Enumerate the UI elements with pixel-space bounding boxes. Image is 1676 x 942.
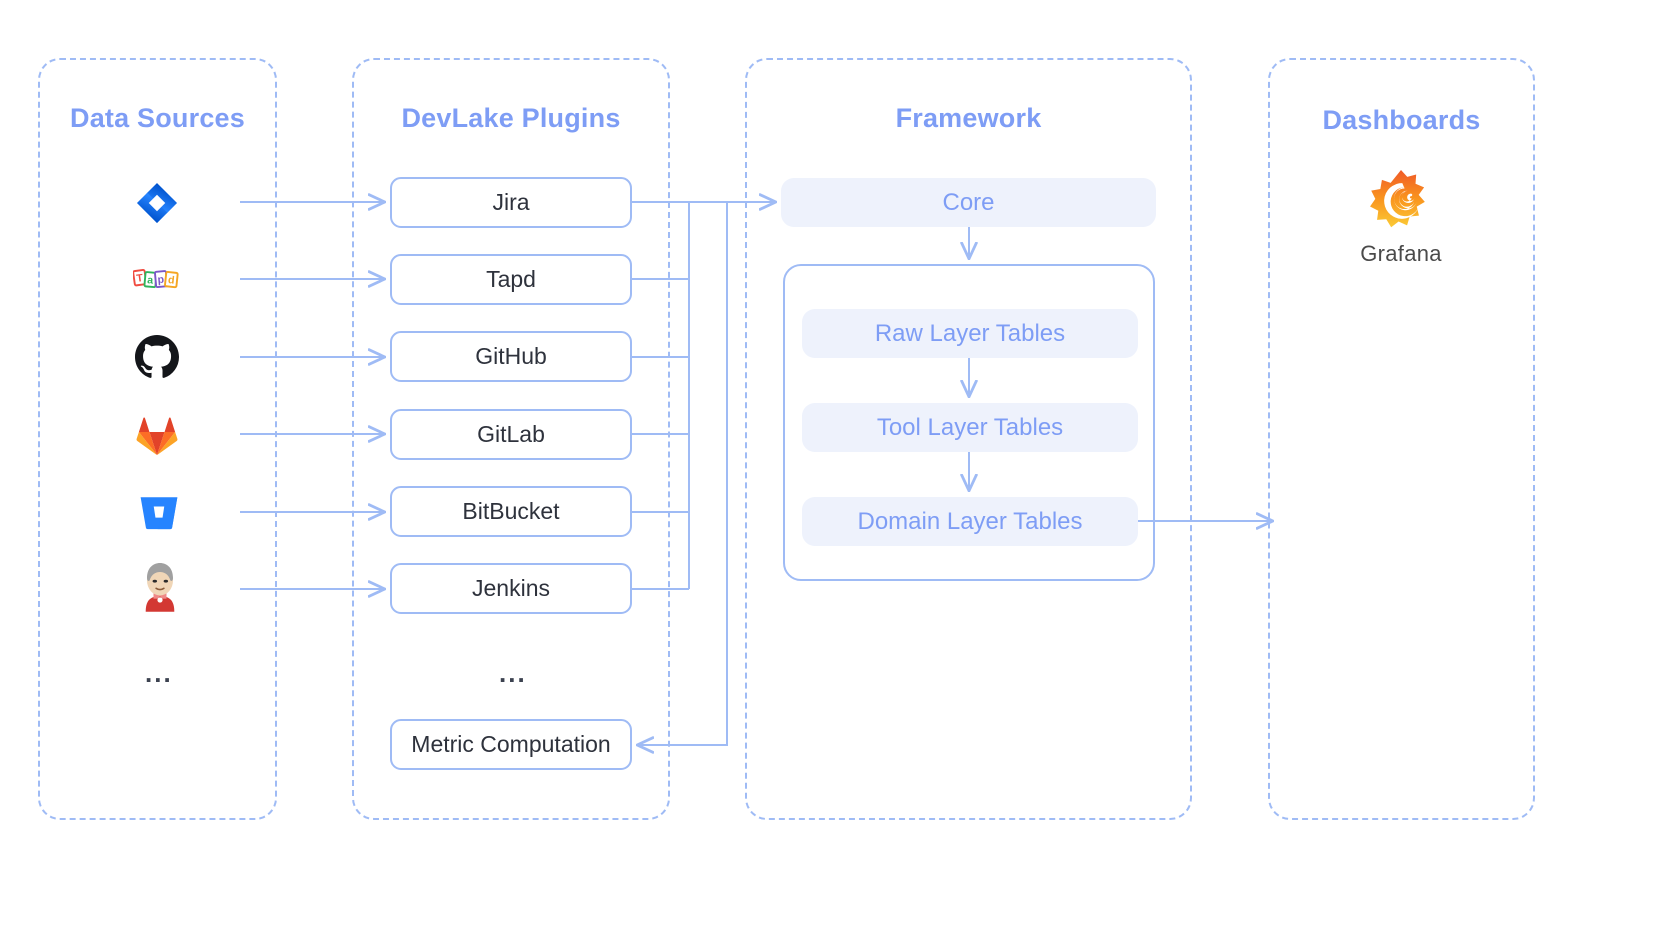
svg-text:T: T bbox=[136, 272, 145, 285]
column-title-devlake-plugins: DevLake Plugins bbox=[401, 103, 621, 133]
framework-tool-layer-box[interactable]: Tool Layer Tables bbox=[802, 403, 1138, 452]
plugin-label: GitLab bbox=[477, 421, 545, 447]
framework-tables-group bbox=[783, 264, 1155, 581]
framework-layer-label: Domain Layer Tables bbox=[857, 507, 1083, 535]
svg-text:p: p bbox=[157, 274, 164, 287]
plugin-label: GitHub bbox=[475, 343, 547, 369]
tapd-icon: T a p d bbox=[133, 258, 179, 304]
plugin-box-gitlab[interactable]: GitLab bbox=[390, 409, 632, 460]
plugin-box-tapd[interactable]: Tapd bbox=[390, 254, 632, 305]
framework-domain-layer-box[interactable]: Domain Layer Tables bbox=[802, 497, 1138, 546]
plugin-box-jenkins[interactable]: Jenkins bbox=[390, 563, 632, 614]
data-sources-more: ... bbox=[145, 658, 173, 688]
dashboard-tool-grafana[interactable]: Grafana bbox=[1352, 168, 1450, 267]
plugins-more: ... bbox=[499, 658, 527, 688]
svg-text:d: d bbox=[167, 274, 175, 287]
gitlab-icon bbox=[134, 412, 180, 458]
column-title-dashboards: Dashboards bbox=[1322, 105, 1481, 135]
jira-icon bbox=[134, 180, 180, 226]
plugin-label: Jenkins bbox=[472, 575, 550, 601]
plugin-label: Tapd bbox=[486, 266, 536, 292]
grafana-label: Grafana bbox=[1360, 241, 1442, 266]
jenkins-icon bbox=[137, 562, 183, 612]
plugin-label: Jira bbox=[492, 189, 530, 215]
github-icon bbox=[134, 334, 180, 380]
column-data-sources bbox=[38, 58, 277, 820]
plugin-box-bitbucket[interactable]: BitBucket bbox=[390, 486, 632, 537]
plugin-box-github[interactable]: GitHub bbox=[390, 331, 632, 382]
framework-core-label: Core bbox=[942, 188, 995, 216]
plugin-box-jira[interactable]: Jira bbox=[390, 177, 632, 228]
framework-layer-label: Tool Layer Tables bbox=[876, 413, 1064, 441]
grafana-icon bbox=[1368, 168, 1434, 239]
plugin-label: BitBucket bbox=[462, 498, 560, 524]
plugin-box-metric-computation[interactable]: Metric Computation bbox=[390, 719, 632, 770]
framework-raw-layer-box[interactable]: Raw Layer Tables bbox=[802, 309, 1138, 358]
framework-layer-label: Raw Layer Tables bbox=[874, 319, 1066, 347]
bitbucket-icon bbox=[136, 490, 182, 536]
svg-text:a: a bbox=[147, 274, 154, 286]
column-framework bbox=[745, 58, 1192, 820]
column-title-data-sources: Data Sources bbox=[70, 103, 245, 133]
plugin-label: Metric Computation bbox=[411, 731, 611, 757]
column-dashboards bbox=[1268, 58, 1535, 820]
framework-core-box[interactable]: Core bbox=[781, 178, 1156, 227]
column-title-framework: Framework bbox=[895, 103, 1042, 133]
